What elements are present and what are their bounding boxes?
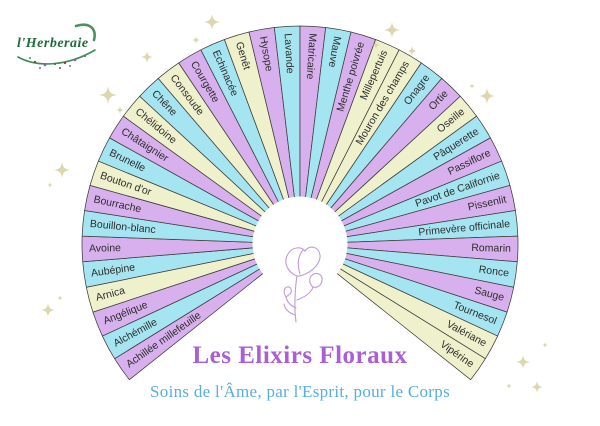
sparkle-icon (116, 106, 124, 114)
sparkle-icon (41, 303, 55, 317)
sparkle-icon (192, 36, 200, 44)
sparkle-icon (372, 41, 380, 49)
sparkle-icon (57, 295, 63, 301)
sparkle-icon (531, 381, 543, 393)
poppy-flower-icon (283, 246, 323, 323)
page-subtitle: Soins de l'Âme, par l'Esprit, pour le Co… (150, 382, 450, 401)
sparkle-icon (542, 342, 548, 348)
logo-branch-icon (17, 23, 96, 65)
sparkle-icon (506, 383, 512, 389)
sparkle-icon (407, 46, 417, 56)
fan-hub (252, 196, 348, 292)
sparkle-icon (99, 86, 117, 104)
fan-segment-label: Romarin (471, 242, 511, 255)
fan-wedges: Achillée millefeuilleAlchémilleAngélique… (81, 25, 519, 381)
page-title: Les Elixirs Floraux (192, 342, 408, 369)
sparkle-icon (479, 88, 495, 104)
sparkle-icon (204, 14, 220, 30)
sparkles (41, 14, 548, 393)
fan-segment-label: Mauve (326, 35, 343, 68)
logo-seeds-icon (29, 54, 87, 69)
fan-segment (299, 243, 486, 381)
fan-segment-label: Matricaire (304, 33, 319, 80)
logo-text: l'Herberaie (17, 36, 89, 51)
sparkle-icon (141, 51, 153, 63)
fan-segment-label: Lavande (282, 33, 296, 74)
fan-segment-label: Avoine (89, 242, 121, 255)
sparkle-icon (469, 83, 475, 89)
sparkle-icon (384, 22, 400, 38)
fan-segment-label: Ronce (478, 263, 510, 279)
sparkle-icon (47, 182, 53, 188)
sparkle-icon (54, 162, 70, 178)
sparkle-icon (516, 355, 530, 369)
